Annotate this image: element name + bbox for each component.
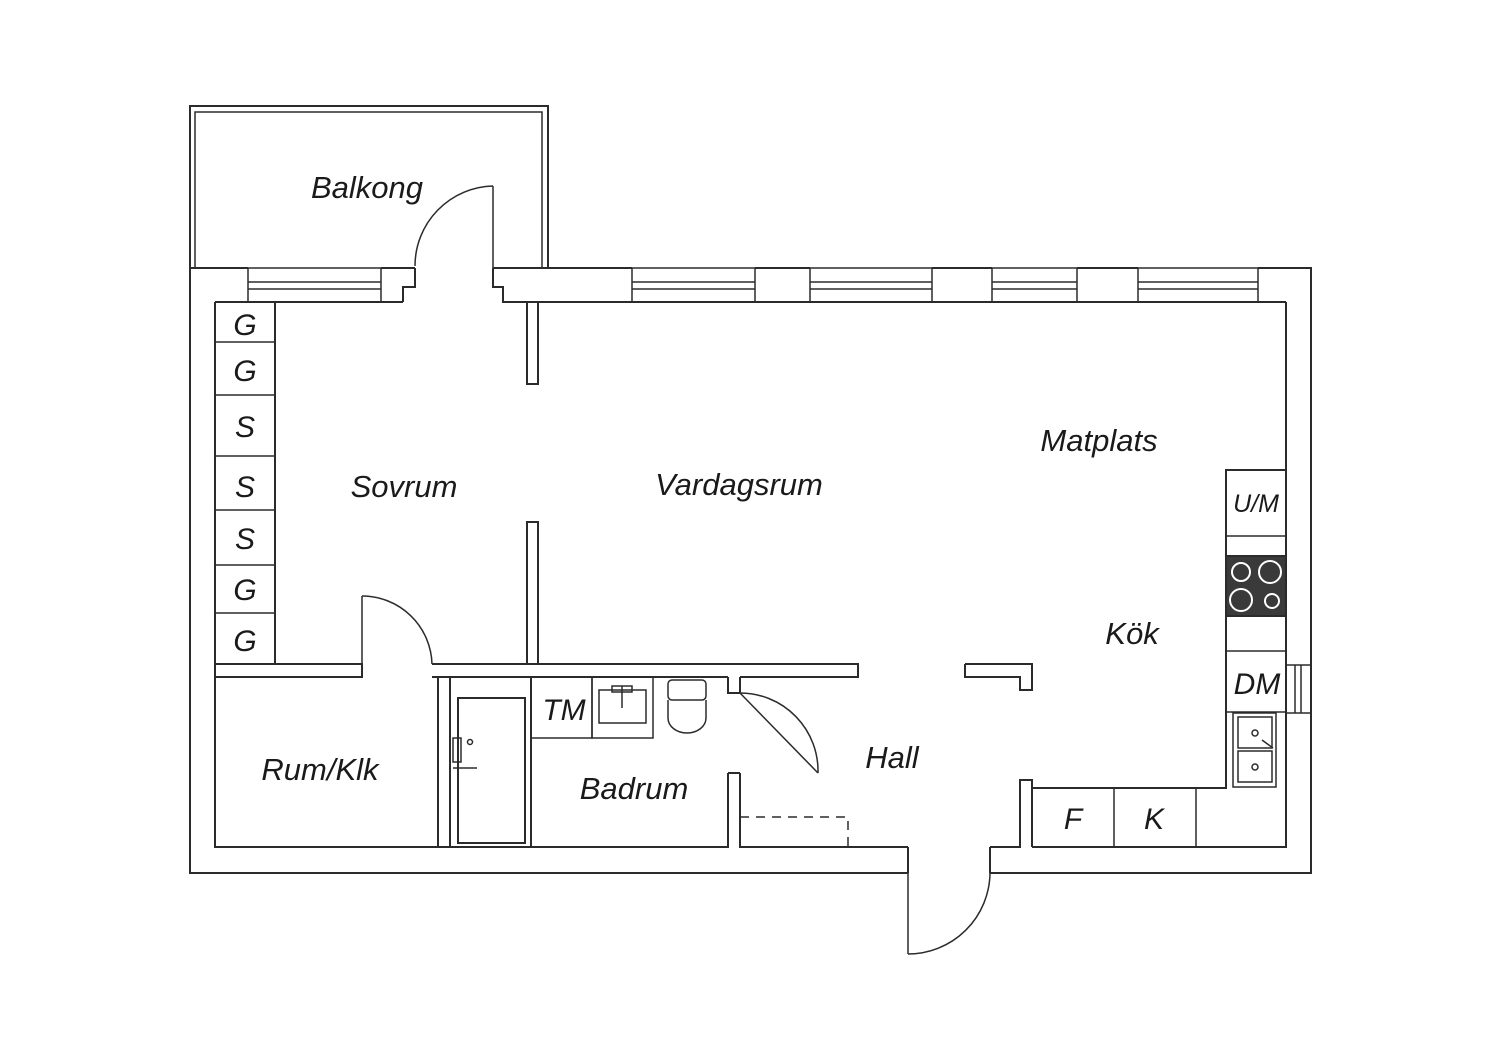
window-1 bbox=[247, 267, 382, 303]
room-label-balkong: Balkong bbox=[311, 170, 423, 205]
toilet bbox=[667, 679, 707, 734]
room-label-hall: Hall bbox=[865, 740, 920, 775]
room-label-kok: Kök bbox=[1105, 616, 1160, 651]
room-label-sovrum: Sovrum bbox=[351, 469, 458, 504]
closet-label: S bbox=[235, 411, 255, 444]
bedroom-wall bbox=[526, 301, 539, 665]
freezer-label: F bbox=[1064, 803, 1084, 836]
window-kitchen-side bbox=[1285, 664, 1312, 714]
dishwasher-label: DM bbox=[1234, 668, 1281, 701]
window-4 bbox=[991, 267, 1078, 303]
room-label-badrum: Badrum bbox=[580, 771, 689, 806]
closet-label: G bbox=[233, 355, 256, 388]
room-label-rum-klk: Rum/Klk bbox=[261, 752, 380, 787]
stove bbox=[1225, 555, 1287, 617]
entrance-door bbox=[907, 872, 991, 955]
room-label-vardagsrum: Vardagsrum bbox=[655, 467, 823, 502]
middle-wall bbox=[215, 302, 1286, 873]
closet-label: G bbox=[233, 625, 256, 658]
window-5 bbox=[1137, 267, 1259, 303]
window-3 bbox=[809, 267, 933, 303]
fridge-freezer bbox=[1113, 788, 1197, 847]
window-2 bbox=[631, 267, 756, 303]
kitchen-sink bbox=[1232, 712, 1277, 788]
balcony-door bbox=[414, 185, 494, 268]
hall-shelf-dashed bbox=[740, 816, 849, 847]
room-door bbox=[361, 595, 433, 677]
room-label-matplats: Matplats bbox=[1040, 423, 1157, 458]
fridge-label: K bbox=[1144, 803, 1166, 836]
closet-label: G bbox=[233, 309, 256, 342]
balcony-outline bbox=[189, 105, 549, 268]
closet-label: G bbox=[233, 574, 256, 607]
bathroom-door bbox=[739, 692, 819, 774]
closet-label: S bbox=[235, 471, 255, 504]
closet-label: S bbox=[235, 523, 255, 556]
microwave-label: U/M bbox=[1233, 490, 1279, 518]
sink bbox=[591, 676, 654, 739]
shower-stall bbox=[452, 697, 526, 844]
washing-machine-label: TM bbox=[542, 694, 585, 727]
closet-column bbox=[215, 341, 275, 614]
